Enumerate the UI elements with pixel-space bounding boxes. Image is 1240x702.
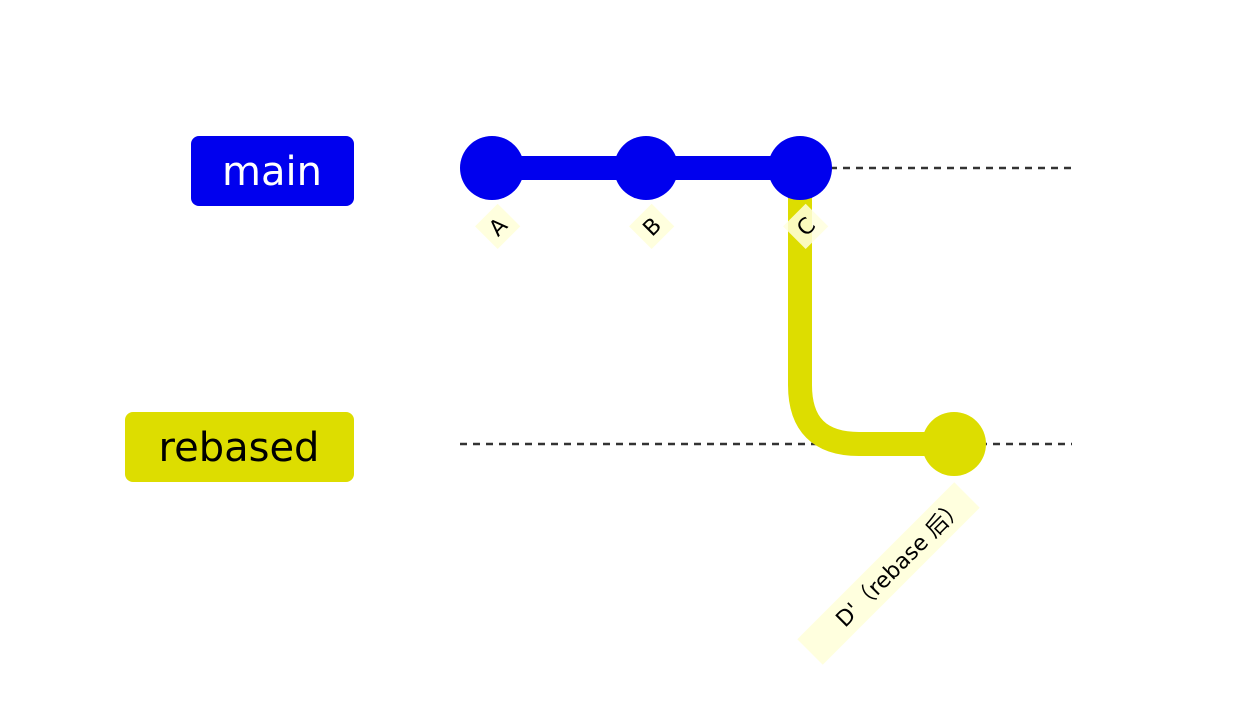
commit-label-d-prime-text: D'（rebase 后） <box>832 494 970 632</box>
branch-label-main[interactable]: main <box>191 136 354 206</box>
commit-node-c[interactable] <box>768 136 832 200</box>
commit-label-d-prime: D'（rebase 后） <box>797 482 980 665</box>
commit-node-d-prime[interactable] <box>922 412 986 476</box>
commit-node-b[interactable] <box>614 136 678 200</box>
rebase-connector <box>788 168 954 456</box>
branch-label-rebased-text: rebased <box>159 425 320 471</box>
commit-label-a: A <box>475 203 521 249</box>
branch-label-rebased[interactable]: rebased <box>125 412 354 482</box>
commit-node-a[interactable] <box>460 136 524 200</box>
commit-label-b: B <box>629 203 675 249</box>
branch-label-main-text: main <box>222 149 322 195</box>
